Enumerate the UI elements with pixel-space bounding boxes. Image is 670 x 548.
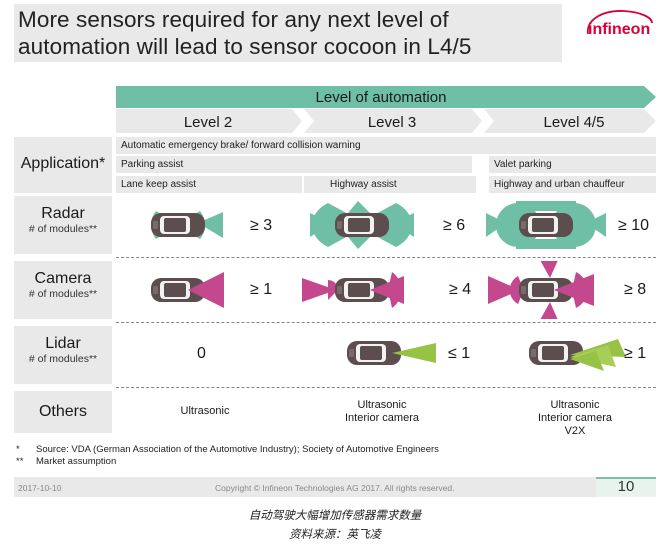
app-lane-keep: Lane keep assist [116,176,302,193]
level-2-label: Level 2 [184,114,232,131]
others-level3-interior-camera: Interior camera [345,412,419,424]
app-valet-parking: Valet parking [489,156,656,173]
radar-count-l2: ≥ 3 [250,217,273,234]
automation-ribbon: Level of automation [116,86,656,108]
camera-illustrations [151,261,594,319]
radar-cell: Radar # of modules** [14,196,112,254]
lidar-illustrations [347,339,626,371]
infineon-logo: infineon [587,10,653,38]
app-highway-assist: Highway assist [304,176,476,193]
lidar-count-l2: 0 [197,345,206,362]
camera-l45-car-icon [488,261,594,319]
others-level2: Ultrasonic [180,405,230,417]
radar-label: Radar [41,205,85,222]
divider [116,322,656,323]
app-chauffeur: Highway and urban chauffeur [489,176,656,193]
camera-cell: Camera # of modules** [14,261,112,319]
lidar-sublabel: # of modules** [28,353,98,365]
footnote-source: Source: VDA (German Association of the A… [36,444,439,455]
camera-sublabel: # of modules** [28,288,98,300]
footer-bar [14,477,596,497]
lidar-cell: Lidar # of modules** [14,326,112,384]
app-aeb: Automatic emergency brake/ forward colli… [116,137,656,154]
radar-l45-car-icon [486,201,606,249]
radar-count-l45: ≥ 10 [618,217,650,234]
footer-date: 2017-10-10 [18,483,62,493]
footnote-star-mark: * [16,444,20,455]
camera-count-l2: ≥ 1 [250,281,273,298]
ribbon-title: Level of automation [316,89,447,106]
footer-copyright: Copyright © Infineon Technologies AG 201… [215,483,455,493]
lidar-count-l3: ≤ 1 [448,345,471,362]
level-chevrons: Level 2 Level 3 Level 4/5 [116,109,656,133]
app-parking-assist: Parking assist [116,156,472,173]
divider [116,387,656,388]
camera-l2-car-icon [151,272,224,308]
radar-l2-car-icon [150,211,223,239]
others-level45-ultrasonic: Ultrasonic [550,399,600,411]
lidar-l45-car-icon [529,339,626,371]
others-level45-v2x: V2X [564,425,586,437]
slide-title: More sensors required for any next level… [18,7,472,59]
lidar-l3-car-icon [347,341,436,365]
camera-count-l45: ≥ 8 [624,281,647,298]
footnote-dstar-mark: ** [16,456,24,467]
others-label: Others [38,403,87,420]
page-number: 10 [617,478,635,495]
footnote-market: Market assumption [36,456,117,467]
radar-sublabel: # of modules** [28,223,98,235]
logo-text: infineon [588,21,650,38]
radar-count-l3: ≥ 6 [443,217,466,234]
camera-count-l3: ≥ 4 [449,281,472,298]
lidar-count-l45: ≥ 1 [624,345,647,362]
others-level3: Ultrasonic Interior camera [322,399,442,425]
lidar-label: Lidar [45,335,81,352]
title-background [14,4,562,62]
page-number-box [596,477,656,497]
divider [116,257,656,258]
radar-illustrations [150,201,606,249]
others-level3-ultrasonic: Ultrasonic [357,399,407,411]
others-level45-interior-camera: Interior camera [538,412,612,424]
others-level45: Ultrasonic Interior camera V2X [515,399,635,438]
application-cell: Application* [14,137,112,193]
level-45-label: Level 4/5 [544,114,605,131]
camera-l3-car-icon [302,272,404,308]
level-3-label: Level 3 [368,114,416,131]
caption-line-2: 资料来源：英飞凌 [289,527,381,541]
radar-l3-car-icon [310,201,414,249]
others-cell: Others [14,391,112,433]
camera-label: Camera [34,270,92,287]
application-label: Application* [20,155,106,172]
caption-line-1: 自动驾驶大幅增加传感器需求数量 [248,508,422,522]
